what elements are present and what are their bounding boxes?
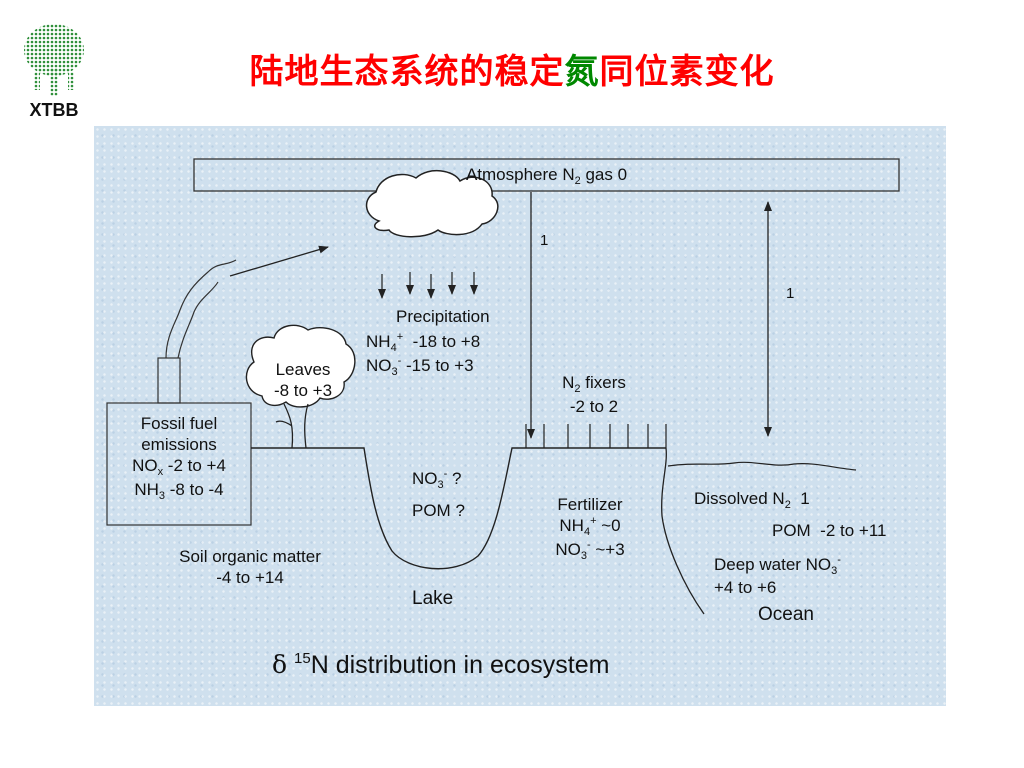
slide-title: 陆地生态系统的稳定氮同位素变化	[0, 44, 1024, 93]
arrow-label-land: 1	[540, 232, 549, 249]
precipitation-title: Precipitation	[396, 307, 490, 326]
cloud-icon	[365, 170, 499, 238]
lake-pom-label: POM ?	[412, 501, 465, 520]
land-and-lake	[251, 447, 666, 570]
title-text: 陆地生态系统的稳定	[249, 52, 565, 92]
ocean-dissolved-n2: Dissolved N2 1	[694, 489, 810, 511]
atmosphere-label: Atmosphere N2 gas 0	[465, 165, 628, 187]
smoke-plume	[165, 259, 237, 359]
logo-text: XTBB	[29, 100, 79, 120]
diagram-drawing	[106, 158, 900, 615]
atmosphere-box	[193, 158, 900, 192]
fossil-fuel-label: Fossil fuel emissions NOx -2 to +4 NH3 -…	[132, 414, 226, 502]
n2-fixers-label: N2 fixers -2 to 2	[562, 373, 626, 416]
tree-logo-icon	[24, 24, 84, 96]
tree-canopy	[245, 324, 356, 408]
ocean-name: Ocean	[758, 604, 814, 625]
title-highlight-nitrogen: 氮	[564, 52, 600, 92]
soil-organic-matter-label: Soil organic matter -4 to +14	[179, 547, 321, 587]
n2-fixer-ticks	[525, 424, 667, 448]
nitrogen-diagram: Atmosphere N2 gas 0 1 1 Precipitation NH…	[94, 126, 946, 706]
ocean-deep-water-range: +4 to +6	[714, 578, 777, 597]
ocean-surface	[667, 461, 857, 471]
lake-name: Lake	[412, 588, 454, 609]
emission-arrow	[229, 245, 329, 277]
ocean-deep-water-no3: Deep water NO3-	[714, 554, 841, 577]
coastline	[661, 447, 705, 615]
title-text-end: 同位素变化	[599, 52, 775, 92]
precipitation-nh4: NH4+ -18 to +8	[366, 331, 481, 354]
arrow-label-ocean: 1	[786, 285, 795, 302]
fossil-fuel-box	[106, 402, 252, 526]
precipitation-no3: NO3- -15 to +3	[366, 355, 474, 378]
diagram-caption: δ 15N distribution in ecosystem	[272, 650, 610, 679]
leaves-label: Leaves -8 to +3	[273, 360, 333, 400]
chimney	[157, 357, 181, 404]
tree-trunk	[275, 403, 309, 449]
fertilizer-label: Fertilizer NH4+ ~0 NO3- ~+3	[555, 495, 625, 562]
lake-no3-label: NO3- ?	[412, 468, 462, 491]
xtbb-logo: XTBB	[14, 20, 94, 124]
ocean-pom: POM -2 to +11	[772, 521, 887, 540]
